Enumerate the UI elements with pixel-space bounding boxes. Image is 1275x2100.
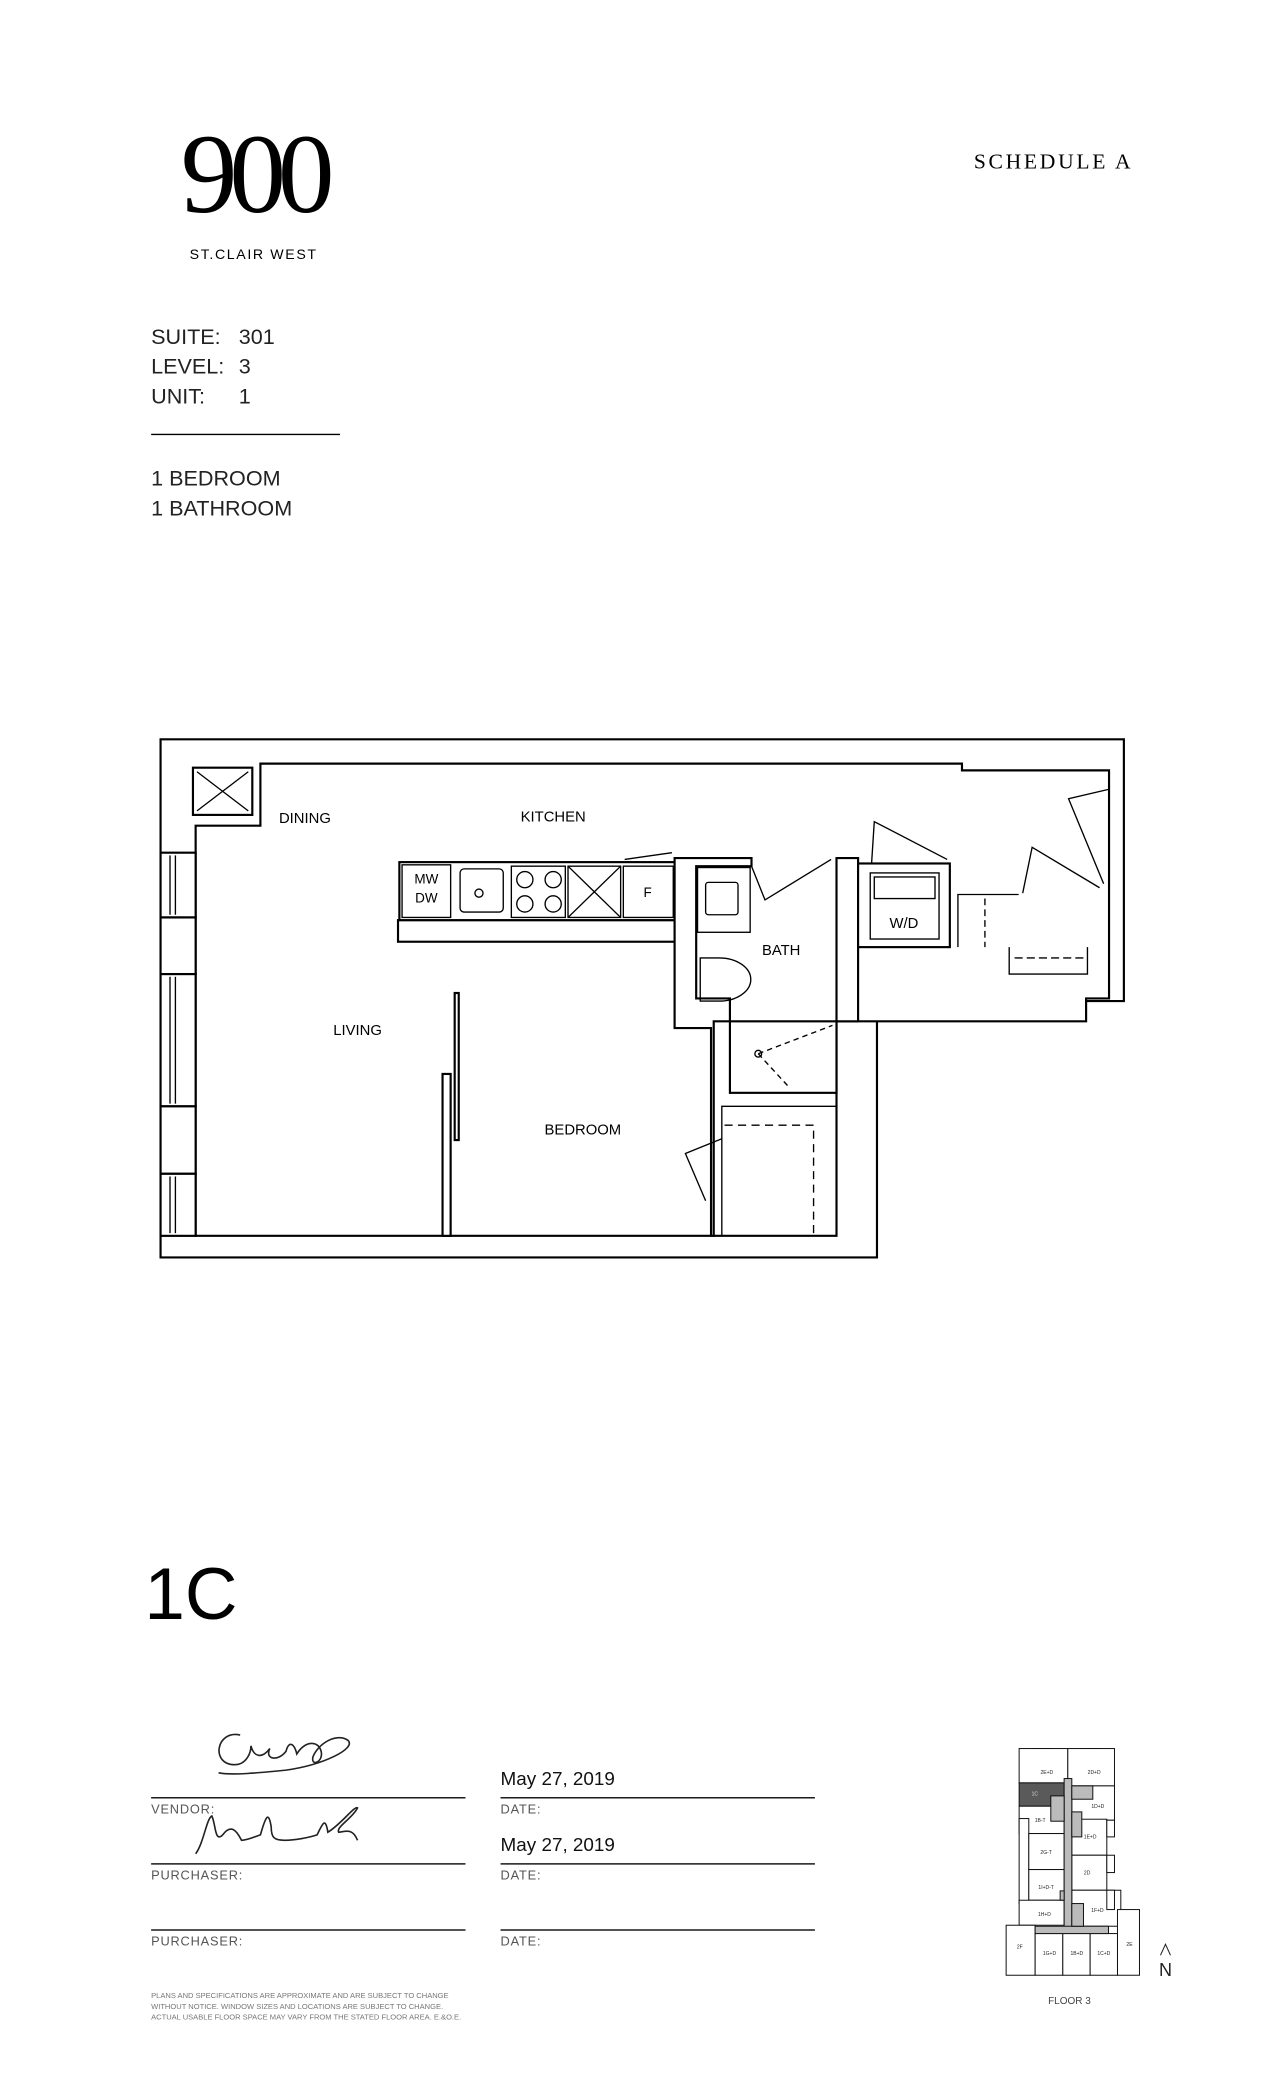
microwave-dishwasher: [401, 864, 452, 919]
cabinet: [567, 865, 622, 919]
unit-label: 2D: [1084, 1871, 1091, 1877]
disclaimer-line: PLANS AND SPECIFICATIONS ARE APPROXIMATE…: [151, 1991, 448, 2000]
cooktop: [510, 865, 566, 919]
bathroom: BATH: [673, 856, 860, 1237]
unit-label: 1B+D: [1070, 1951, 1083, 1957]
north-label: N: [1159, 1960, 1172, 1980]
windows: [159, 851, 197, 1237]
level-value: 3: [239, 354, 251, 379]
level-label: LEVEL:: [151, 354, 224, 379]
unit-label: 2F: [1017, 1945, 1023, 1951]
closet-door-entry: [1022, 846, 1100, 894]
purchaser-label-2: PURCHASER:: [151, 1934, 243, 1949]
unit-label: 1F+D: [1091, 1908, 1104, 1914]
signature-block: VENDOR: DATE: PURCHASER: DATE: PURCHASER…: [151, 1733, 815, 1949]
unit-label: UNIT:: [151, 383, 205, 408]
purchaser-signature: [194, 1807, 359, 1855]
vendor-label: VENDOR:: [151, 1801, 215, 1816]
date-label-2: DATE:: [501, 1867, 542, 1882]
unit-2DD: [1067, 1748, 1115, 1787]
date-value-1: May 27, 2019: [501, 1769, 615, 1790]
unit-2ED: [1018, 1748, 1069, 1784]
unit-label: 1B-T: [1035, 1818, 1046, 1824]
sink: [459, 868, 504, 913]
unit-label: 1I+D-T: [1038, 1885, 1053, 1891]
vanity: [696, 866, 751, 933]
dining-label: DINING: [279, 811, 331, 827]
north-arrow-icon: [1160, 1943, 1171, 1956]
suite-info: SUITE: 301 LEVEL: 3 UNIT: 1 1 BEDROOM 1 …: [151, 324, 341, 520]
mechanical-shaft: [191, 766, 254, 816]
disclaimer: PLANS AND SPECIFICATIONS ARE APPROXIMATE…: [151, 1991, 461, 2022]
logo-number: 900: [181, 111, 331, 237]
unit-2D: [1071, 1854, 1108, 1891]
vendor-signature: [218, 1733, 351, 1775]
interior-outline: [194, 762, 1111, 1237]
unit-label: 1G+D: [1043, 1951, 1057, 1957]
microwave-label: MW: [414, 872, 438, 887]
unit-label: 1C+D: [1097, 1951, 1110, 1957]
closet: [684, 1105, 837, 1236]
corridor: [1034, 1925, 1109, 1935]
unit-value: 1: [239, 383, 251, 408]
key-plan-title: FLOOR 3: [1048, 1996, 1091, 2007]
logo: 900 ST.CLAIR WEST: [181, 111, 339, 263]
shower: [728, 1020, 838, 1094]
fridge-label: F: [643, 885, 651, 900]
fridge: [622, 865, 674, 919]
floor-plan: MW DW F BATH: [159, 738, 1125, 1259]
kitchen-counter: MW DW F: [396, 852, 676, 943]
unit-1HD: [1018, 1899, 1065, 1926]
unit-label: 1D+D: [1091, 1804, 1104, 1810]
date-label-3: DATE:: [501, 1934, 542, 1949]
washer-dryer-label: W/D: [890, 916, 919, 932]
disclaimer-line: ACTUAL USABLE FLOOR SPACE MAY VARY FROM …: [151, 2013, 461, 2022]
unit-2F: [1005, 1924, 1036, 1976]
bathroom-count: 1 BATHROOM: [151, 495, 292, 520]
unit-label: 2G-T: [1040, 1850, 1051, 1856]
purchaser-label-1: PURCHASER:: [151, 1867, 243, 1882]
disclaimer-line: WITHOUT NOTICE. WINDOW SIZES AND LOCATIO…: [151, 2002, 443, 2011]
partition-wall: [441, 991, 460, 1237]
north-arrow: N: [1159, 1943, 1172, 1980]
date-value-2: May 27, 2019: [501, 1835, 615, 1856]
unit-label: 2D+D: [1088, 1770, 1101, 1776]
unit-1BD: [1062, 1933, 1091, 1976]
schedule-title: SCHEDULE A: [974, 150, 1133, 174]
unit-label: 2E+D: [1040, 1770, 1053, 1776]
laundry: W/D: [857, 788, 1110, 975]
entry-door: [1067, 788, 1110, 884]
suite-value: 301: [239, 324, 275, 349]
key-plan: 2E+D 2D+D 1C 1D+D 1B-T 1E+D 2G-T 2D 1I+D…: [1005, 1748, 1172, 2007]
closet-door: [684, 1138, 723, 1202]
unit-type: 1C: [144, 1554, 237, 1635]
corridor: [1063, 1778, 1073, 1928]
kitchen-label: KITCHEN: [521, 810, 586, 826]
unit-label-highlighted: 1C: [1032, 1792, 1039, 1798]
toilet: [699, 957, 752, 1002]
bedroom-count: 1 BEDROOM: [151, 466, 281, 491]
room-labels: DINING KITCHEN LIVING BEDROOM: [279, 810, 621, 1139]
bath-label: BATH: [762, 943, 800, 959]
unit-label: 2E: [1126, 1942, 1133, 1948]
unit-label: 1H+D: [1038, 1912, 1051, 1918]
laundry-door: [870, 820, 948, 864]
bath-door: [750, 858, 832, 901]
dishwasher-label: DW: [415, 891, 438, 906]
date-label-1: DATE:: [501, 1801, 542, 1816]
living-label: LIVING: [333, 1023, 382, 1039]
suite-label: SUITE:: [151, 324, 221, 349]
bedroom-label: BEDROOM: [545, 1123, 622, 1139]
logo-subtitle: ST.CLAIR WEST: [190, 247, 318, 263]
key-plan-units: [1005, 1748, 1140, 1976]
unit-label: 1E+D: [1084, 1835, 1097, 1841]
